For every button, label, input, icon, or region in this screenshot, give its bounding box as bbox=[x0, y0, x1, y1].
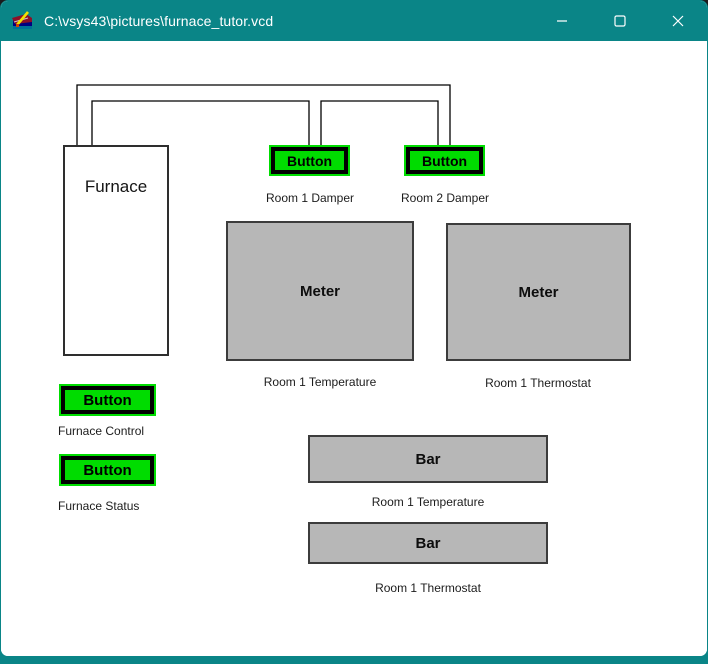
meter-label: Meter bbox=[518, 283, 559, 301]
caption-furnace-status: Furnace Status bbox=[58, 499, 140, 513]
meter-room1-thermostat: Meter bbox=[446, 223, 631, 361]
furnace-box: Furnace bbox=[63, 145, 169, 356]
caption-room2-damper: Room 2 Damper bbox=[400, 191, 490, 205]
button-furnace-control[interactable]: Button bbox=[61, 386, 154, 414]
bar-room1-thermostat: Bar bbox=[308, 522, 548, 564]
app-icon[interactable] bbox=[11, 9, 35, 33]
minimize-button[interactable] bbox=[533, 1, 591, 41]
window-titlebar[interactable]: C:\vsys43\pictures\furnace_tutor.vcd bbox=[1, 1, 707, 41]
close-button[interactable] bbox=[649, 1, 707, 41]
meter-room1-temperature: Meter bbox=[226, 221, 414, 361]
caption-meter-room1-thermostat: Room 1 Thermostat bbox=[485, 376, 591, 390]
bar-room1-temperature: Bar bbox=[308, 435, 548, 483]
maximize-icon bbox=[614, 15, 626, 27]
bar-label: Bar bbox=[415, 534, 441, 552]
caption-room1-damper: Room 1 Damper bbox=[265, 191, 355, 205]
furnace-label: Furnace bbox=[84, 177, 148, 196]
maximize-button[interactable] bbox=[591, 1, 649, 41]
button-room2-damper[interactable]: Button bbox=[406, 147, 483, 174]
window-title: C:\vsys43\pictures\furnace_tutor.vcd bbox=[44, 13, 274, 29]
meter-label: Meter bbox=[299, 282, 340, 300]
button-label: Button bbox=[83, 391, 132, 409]
button-label: Button bbox=[421, 152, 468, 169]
caption-meter-room1-temperature: Room 1 Temperature bbox=[263, 375, 377, 389]
button-room1-damper[interactable]: Button bbox=[271, 147, 348, 174]
minimize-icon bbox=[557, 20, 567, 22]
bar-label: Bar bbox=[415, 450, 441, 468]
caption-bar-room1-temperature: Room 1 Temperature bbox=[371, 495, 485, 509]
caption-furnace-control: Furnace Control bbox=[58, 424, 145, 438]
wiring-lines bbox=[76, 84, 451, 147]
button-furnace-status[interactable]: Button bbox=[61, 456, 154, 484]
caption-bar-room1-thermostat: Room 1 Thermostat bbox=[375, 581, 481, 595]
button-label: Button bbox=[286, 152, 333, 169]
button-label: Button bbox=[83, 461, 132, 479]
hmi-canvas: Furnace Button Room 1 Damper Button Room… bbox=[1, 41, 707, 656]
close-icon bbox=[672, 15, 684, 27]
